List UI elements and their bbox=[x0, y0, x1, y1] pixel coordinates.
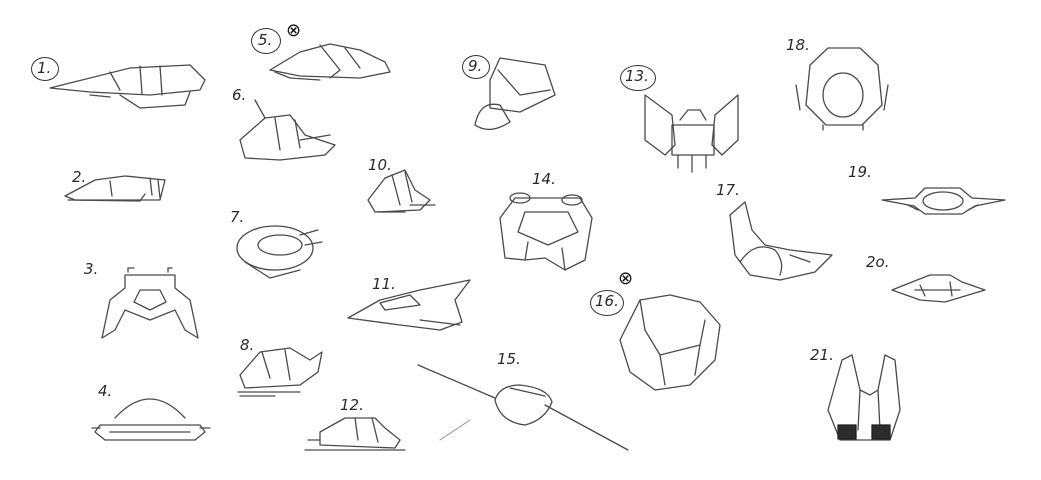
ship-sketch-3 bbox=[101, 267, 199, 339]
reject-mark-5: ⊗ bbox=[286, 20, 302, 41]
label-8: 8. bbox=[240, 336, 255, 354]
label-15: 15. bbox=[497, 350, 521, 368]
ship-sketch-10 bbox=[367, 169, 436, 213]
label-20: 2o. bbox=[866, 253, 890, 271]
label-7: 7. bbox=[230, 208, 245, 226]
ship-sketch-18 bbox=[795, 47, 889, 131]
ship-sketch-12 bbox=[304, 417, 406, 451]
number-ring-1 bbox=[31, 57, 59, 81]
label-17: 17. bbox=[716, 181, 740, 199]
reject-mark-16: ⊗ bbox=[618, 268, 634, 289]
label-1: 1. bbox=[37, 59, 52, 77]
label-18: 18. bbox=[786, 36, 810, 54]
ship-sketch-16 bbox=[619, 294, 721, 391]
ship-sketch-6 bbox=[239, 99, 336, 161]
label-19: 19. bbox=[848, 163, 872, 181]
number-ring-13 bbox=[620, 65, 656, 91]
label-3: 3. bbox=[84, 260, 99, 278]
ship-sketch-13 bbox=[644, 94, 739, 173]
ship-sketch-21 bbox=[827, 354, 901, 441]
ship-sketch-7 bbox=[236, 225, 323, 279]
ship-sketch-1 bbox=[49, 64, 206, 109]
ship-sketch-2 bbox=[64, 175, 166, 202]
ship-sketch-14 bbox=[499, 192, 593, 271]
label-11: 11. bbox=[372, 275, 396, 293]
label-14: 14. bbox=[532, 170, 556, 188]
number-ring-16 bbox=[590, 290, 624, 316]
label-13: 13. bbox=[625, 67, 649, 85]
label-10: 10. bbox=[368, 156, 392, 174]
ship-sketch-20 bbox=[891, 274, 986, 303]
label-16: 16. bbox=[595, 292, 619, 310]
label-4: 4. bbox=[98, 382, 113, 400]
number-ring-5 bbox=[251, 28, 281, 54]
ship-sketch-4 bbox=[91, 398, 211, 441]
label-5: 5. bbox=[258, 31, 273, 49]
label-9: 9. bbox=[468, 57, 483, 75]
ship-sketch-19 bbox=[881, 187, 1006, 215]
label-2: 2. bbox=[72, 168, 87, 186]
ship-sketch-9 bbox=[474, 57, 556, 130]
label-6: 6. bbox=[232, 86, 247, 104]
ship-sketch-5 bbox=[269, 43, 391, 81]
ship-sketch-15 bbox=[417, 364, 629, 451]
ship-sketch-11 bbox=[347, 279, 471, 331]
label-21: 21. bbox=[810, 346, 834, 364]
label-12: 12. bbox=[340, 396, 364, 414]
ship-sketch-8 bbox=[237, 347, 323, 397]
number-ring-9 bbox=[462, 55, 490, 79]
ship-sketch-17 bbox=[729, 201, 833, 281]
